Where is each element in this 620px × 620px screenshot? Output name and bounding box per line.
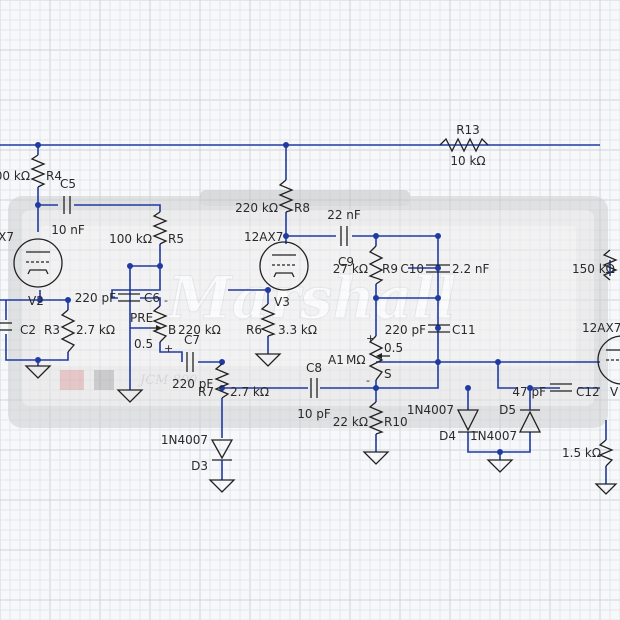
r13-value: 10 kΩ <box>450 154 485 168</box>
c6-name: C6 <box>144 291 160 305</box>
capacitor-c12[interactable]: 47 pF C12 <box>512 383 600 399</box>
r1-5k-value: 1.5 kΩ <box>562 446 601 460</box>
watermark-model: JCM 800 <box>137 373 197 388</box>
c9-value: 22 nF <box>327 208 361 222</box>
d5-type: 1N4007 <box>470 429 517 443</box>
r3-name: R3 <box>44 323 60 337</box>
c5-name: C5 <box>60 177 76 191</box>
a1-ratio: 0.5 <box>384 341 403 355</box>
junctions <box>35 142 533 455</box>
svg-text:-: - <box>366 374 370 387</box>
v2-name: V2 <box>28 294 44 308</box>
r8-name: R8 <box>294 201 310 215</box>
capacitor-c8[interactable]: C8 10 pF <box>297 361 331 421</box>
capacitor-c2[interactable]: C2 <box>0 322 36 337</box>
v3-type: 12AX7 <box>244 230 283 244</box>
r7-name: R7 <box>198 385 214 399</box>
capacitor-c9[interactable]: 22 nF C9 <box>327 208 361 269</box>
d4-name: D4 <box>439 429 456 443</box>
c12-name: C12 <box>576 385 600 399</box>
d3-type: 1N4007 <box>161 433 208 447</box>
a1-name: A1 <box>328 353 344 367</box>
resistor-r6[interactable]: R6 3.3 kΩ <box>246 303 317 337</box>
c8-value: 10 pF <box>297 407 331 421</box>
resistor-r3[interactable]: R3 2.7 kΩ <box>44 309 115 353</box>
r10-value: 22 kΩ <box>333 415 368 429</box>
v4-type: 12AX7 <box>582 321 620 335</box>
potentiometer-pre[interactable]: - + PRE B 220 kΩ 0.5 <box>130 294 221 355</box>
d4-type-top: 1N4007 <box>407 403 454 417</box>
c7-value: 220 pF <box>172 377 213 391</box>
r150k-value: 150 kΩ <box>572 262 615 276</box>
pre-ratio: 0.5 <box>134 337 153 351</box>
pre-b: B <box>168 323 176 337</box>
c7-name: C7 <box>184 333 200 347</box>
capacitor-c5[interactable]: C5 10 nF <box>51 177 85 237</box>
pre-name: PRE <box>130 311 153 325</box>
diode-d3[interactable]: 1N4007 D3 <box>161 433 234 480</box>
tube-v2[interactable]: 12AX7 V2 <box>0 230 63 308</box>
r8-value: 220 kΩ <box>235 201 278 215</box>
c10-name: C10 <box>400 262 424 276</box>
resistor-r8[interactable]: 220 kΩ R8 <box>235 179 310 215</box>
c2-name: C2 <box>20 323 36 337</box>
r6-value: 3.3 kΩ <box>278 323 317 337</box>
r3-value: 2.7 kΩ <box>76 323 115 337</box>
d3-name: D3 <box>191 459 208 473</box>
c10-value: 2.2 nF <box>452 262 490 276</box>
r6-name: R6 <box>246 323 262 337</box>
a1-s: S <box>384 367 392 381</box>
grounds <box>24 353 618 495</box>
c8-name: C8 <box>306 361 322 375</box>
r9-value: 27 kΩ <box>333 262 368 276</box>
potentiometer-a1[interactable]: + - 0.5 A1 MΩ S <box>328 332 403 387</box>
resistor-150k[interactable]: 150 kΩ <box>572 249 618 281</box>
resistor-r5[interactable]: 100 kΩ R5 <box>109 211 184 246</box>
resistor-r7[interactable]: R7 2.7 kΩ <box>198 363 269 399</box>
tube-v4[interactable]: 12AX7 V <box>582 321 620 399</box>
r4-name: R4 <box>46 169 62 183</box>
resistor-r13[interactable]: R13 10 kΩ <box>439 123 489 168</box>
c11-value: 220 pF <box>385 323 426 337</box>
tube-v3[interactable]: 12AX7 V3 <box>244 230 309 309</box>
d5-name: D5 <box>499 403 516 417</box>
r5-name: R5 <box>168 232 184 246</box>
v4-name: V <box>610 385 619 399</box>
r10-name: R10 <box>384 415 408 429</box>
diode-d4[interactable]: 1N4007 D4 <box>407 403 480 443</box>
a1-value: MΩ <box>346 353 366 367</box>
diode-d5[interactable]: D5 1N4007 <box>470 403 542 443</box>
capacitor-c7[interactable]: C7 220 pF <box>172 333 213 391</box>
v2-type: 12AX7 <box>0 230 14 244</box>
resistor-r10[interactable]: 22 kΩ R10 <box>333 401 408 435</box>
svg-text:-: - <box>164 294 168 307</box>
c11-name: C11 <box>452 323 476 337</box>
svg-text:+: + <box>366 332 375 345</box>
resistor-1-5k[interactable]: 1.5 kΩ <box>562 439 614 467</box>
r7-value: 2.7 kΩ <box>230 385 269 399</box>
resistor-r9[interactable]: 27 kΩ R9 <box>333 245 398 285</box>
capacitor-c10[interactable]: C10 2.2 nF <box>400 262 489 276</box>
pre-value: 220 kΩ <box>178 323 221 337</box>
c12-value: 47 pF <box>512 385 546 399</box>
c6-value: 220 pF <box>75 291 116 305</box>
amp-watermark: Marshall JCM 800 <box>8 190 608 428</box>
capacitor-c11[interactable]: 220 pF C11 <box>385 323 476 337</box>
r4-value: 00 kΩ <box>0 169 30 183</box>
c5-value: 10 nF <box>51 223 85 237</box>
c9-name: C9 <box>338 255 354 269</box>
r5-value: 100 kΩ <box>109 232 152 246</box>
resistor-r4[interactable]: 00 kΩ R4 <box>0 154 62 188</box>
capacitor-c6[interactable]: 220 pF C6 <box>75 291 160 305</box>
r13-name: R13 <box>456 123 480 137</box>
svg-text:+: + <box>164 342 173 355</box>
v3-name: V3 <box>274 295 290 309</box>
r9-name: R9 <box>382 262 398 276</box>
